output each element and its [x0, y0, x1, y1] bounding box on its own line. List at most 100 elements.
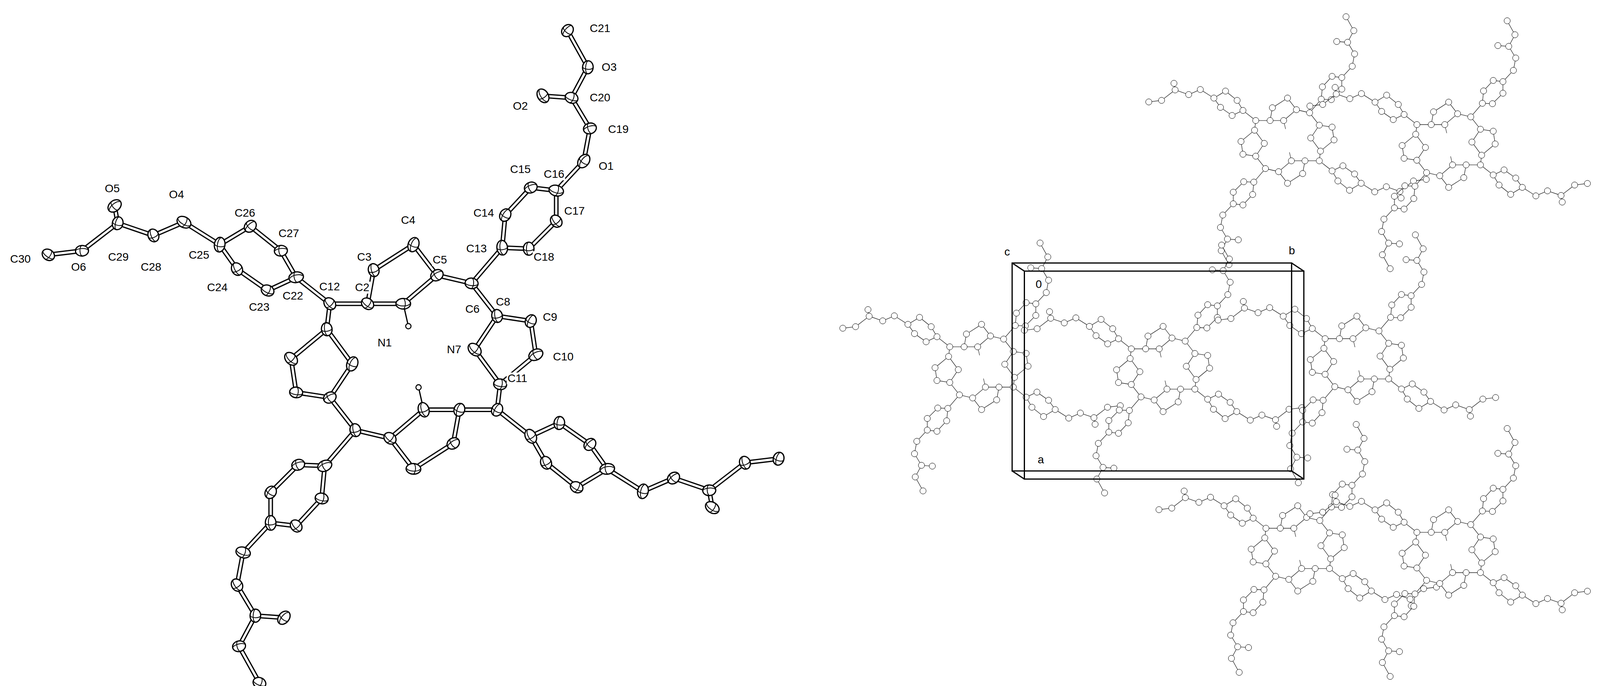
atom-circle [1309, 369, 1316, 376]
atom-circle [1272, 573, 1279, 580]
atom-circle [1261, 587, 1268, 594]
atom-circle [911, 330, 918, 337]
principal-ellipse [416, 402, 431, 418]
bond [709, 463, 745, 491]
atom-circle [1182, 494, 1189, 501]
ellipsoid [344, 355, 361, 374]
atom-circle [1101, 490, 1108, 497]
atom-label: C20 [589, 92, 612, 104]
atom-circle [1185, 91, 1192, 98]
atom-circle [1207, 494, 1214, 501]
atom-label: C17 [563, 205, 586, 217]
atom-circle [1227, 512, 1234, 519]
atom-label: C26 [233, 207, 256, 220]
atom-ellipsoid [547, 183, 565, 198]
atom-ellipsoid [145, 227, 161, 244]
atom-circle [1168, 505, 1175, 512]
atom-circle [1372, 506, 1379, 513]
atom-label: C2 [354, 281, 371, 294]
atom-circle [1191, 386, 1198, 393]
atom-circle [1239, 151, 1246, 158]
ellipsoid [703, 499, 722, 517]
atom-circle [1519, 592, 1526, 599]
principal-ellipse [321, 390, 338, 406]
atom-circle [1512, 175, 1519, 182]
atom-circle [1383, 183, 1390, 190]
atom-circle [1001, 361, 1008, 368]
atom-circle [1499, 90, 1506, 97]
atom-circle [1495, 589, 1502, 596]
atom-ellipsoid [771, 451, 786, 467]
hydrogen-atom [405, 323, 411, 329]
atom-circle [1259, 412, 1266, 419]
atom-circle [1277, 525, 1284, 532]
atom-circle [1559, 199, 1566, 206]
atom-circle [1489, 100, 1496, 107]
atom-circle [1357, 376, 1364, 383]
atom-circle [928, 323, 935, 330]
atom-circle [1311, 565, 1318, 572]
ellipsoid [416, 401, 432, 419]
atom-circle [1413, 121, 1420, 128]
atom-circle [1353, 398, 1360, 405]
atom-circle [1333, 498, 1340, 505]
atom-circle [1338, 86, 1345, 93]
atom-circle [1344, 39, 1351, 46]
atom-circle [1398, 386, 1405, 393]
principal-ellipse [321, 295, 338, 312]
principal-ellipse [445, 435, 462, 452]
atom-circle [1477, 161, 1484, 168]
packed-molecule [839, 240, 1124, 495]
atom-circle [1244, 505, 1251, 512]
atom-circle [1584, 588, 1591, 595]
atom-circle [1396, 188, 1403, 195]
atom-circle [1479, 100, 1486, 107]
atom-circle [1346, 95, 1353, 102]
principal-ellipse [492, 378, 508, 391]
atom-circle [929, 463, 936, 470]
atom-circle [1477, 569, 1484, 576]
cell-edge [1024, 271, 1304, 480]
atom-circle [1321, 371, 1328, 378]
atom-circle [987, 332, 994, 339]
atom-label: C21 [589, 22, 612, 35]
atom-circle [924, 427, 931, 434]
atom-circle [1077, 410, 1084, 417]
atom-label: C5 [431, 254, 448, 267]
ellipsoid [405, 236, 422, 254]
atom-circle [1228, 655, 1235, 662]
atom-ellipsoid [558, 22, 576, 39]
atom-circle [1454, 110, 1461, 117]
atom-circle [1408, 304, 1415, 311]
atom-circle [1505, 451, 1512, 458]
ellipsoid [563, 90, 580, 105]
packing-diagram [839, 13, 1591, 680]
atom-circle [1158, 97, 1165, 104]
atom-circle [1391, 204, 1398, 211]
atom-circle [1156, 345, 1163, 352]
principal-ellipse [489, 401, 505, 418]
packed-molecule [1156, 421, 1440, 676]
atom-circle [1382, 596, 1389, 603]
atom-circle [1301, 157, 1308, 164]
atom-label: C13 [465, 243, 488, 255]
atom-circle [1104, 404, 1111, 411]
atom-circle [1045, 277, 1052, 284]
atom-label: C12 [318, 280, 341, 293]
ellipsoid [359, 295, 376, 313]
atom-circle [1233, 408, 1240, 415]
atom-circle [1557, 192, 1564, 199]
atom-circle [1396, 240, 1403, 247]
atom-ellipsoid [262, 484, 279, 501]
bond-inner [82, 223, 118, 251]
atom-ellipsoid [259, 283, 276, 299]
atom-ellipsoid [395, 298, 411, 309]
atom-circle [1029, 404, 1036, 411]
ellipsoid [228, 577, 245, 594]
atom-circle [1252, 117, 1259, 124]
atom-ellipsoid [492, 378, 508, 392]
atom-circle [1249, 191, 1256, 198]
atom-circle [1224, 236, 1231, 243]
atom-circle [1544, 595, 1551, 602]
atom-circle [1356, 595, 1363, 602]
